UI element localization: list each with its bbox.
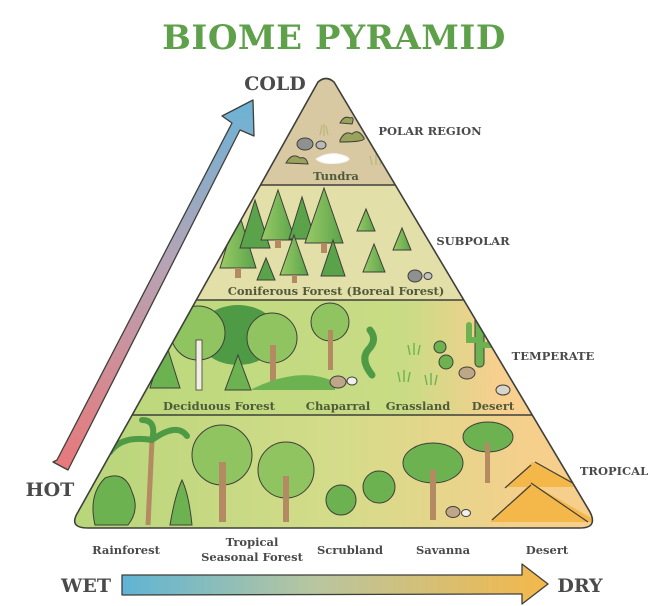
temperature-arrow [52, 99, 255, 471]
hot-label: HOT [26, 479, 75, 501]
pyramid-outline [73, 77, 594, 529]
tier-polar-fill [74, 78, 593, 185]
bottom-label-scrubland: Scrubland [317, 543, 383, 557]
biome-label-tundra: Tundra [313, 169, 359, 183]
tundra-illustration [285, 116, 383, 166]
bottom-label-rainforest: Rainforest [92, 543, 160, 557]
diagram-title: BIOME PYRAMID [162, 18, 506, 58]
moisture-arrow [121, 563, 549, 605]
region-label-tropical: TROPICAL [580, 464, 648, 478]
tropical-illustration [92, 417, 593, 526]
bottom-label-tropical-line2: Seasonal Forest [201, 550, 303, 564]
biome-label-chaparral: Chaparral [306, 399, 371, 413]
region-label-subpolar: SUBPOLAR [436, 234, 510, 248]
dry-label: DRY [557, 575, 603, 597]
biome-label-deciduous: Deciduous Forest [163, 399, 276, 413]
bottom-label-tropical-line1: Tropical [226, 535, 279, 549]
region-label-polar: POLAR REGION [378, 124, 482, 138]
biome-label-grassland: Grassland [386, 399, 451, 413]
region-label-temperate: TEMPERATE [512, 349, 595, 363]
bottom-label-desert: Desert [526, 543, 569, 557]
cold-label: COLD [244, 73, 306, 95]
biome-label-coniferous: Coniferous Forest (Boreal Forest) [228, 284, 445, 298]
bottom-label-savanna: Savanna [416, 543, 471, 557]
biome-label-temperate-desert: Desert [472, 399, 515, 413]
wet-label: WET [60, 575, 111, 597]
